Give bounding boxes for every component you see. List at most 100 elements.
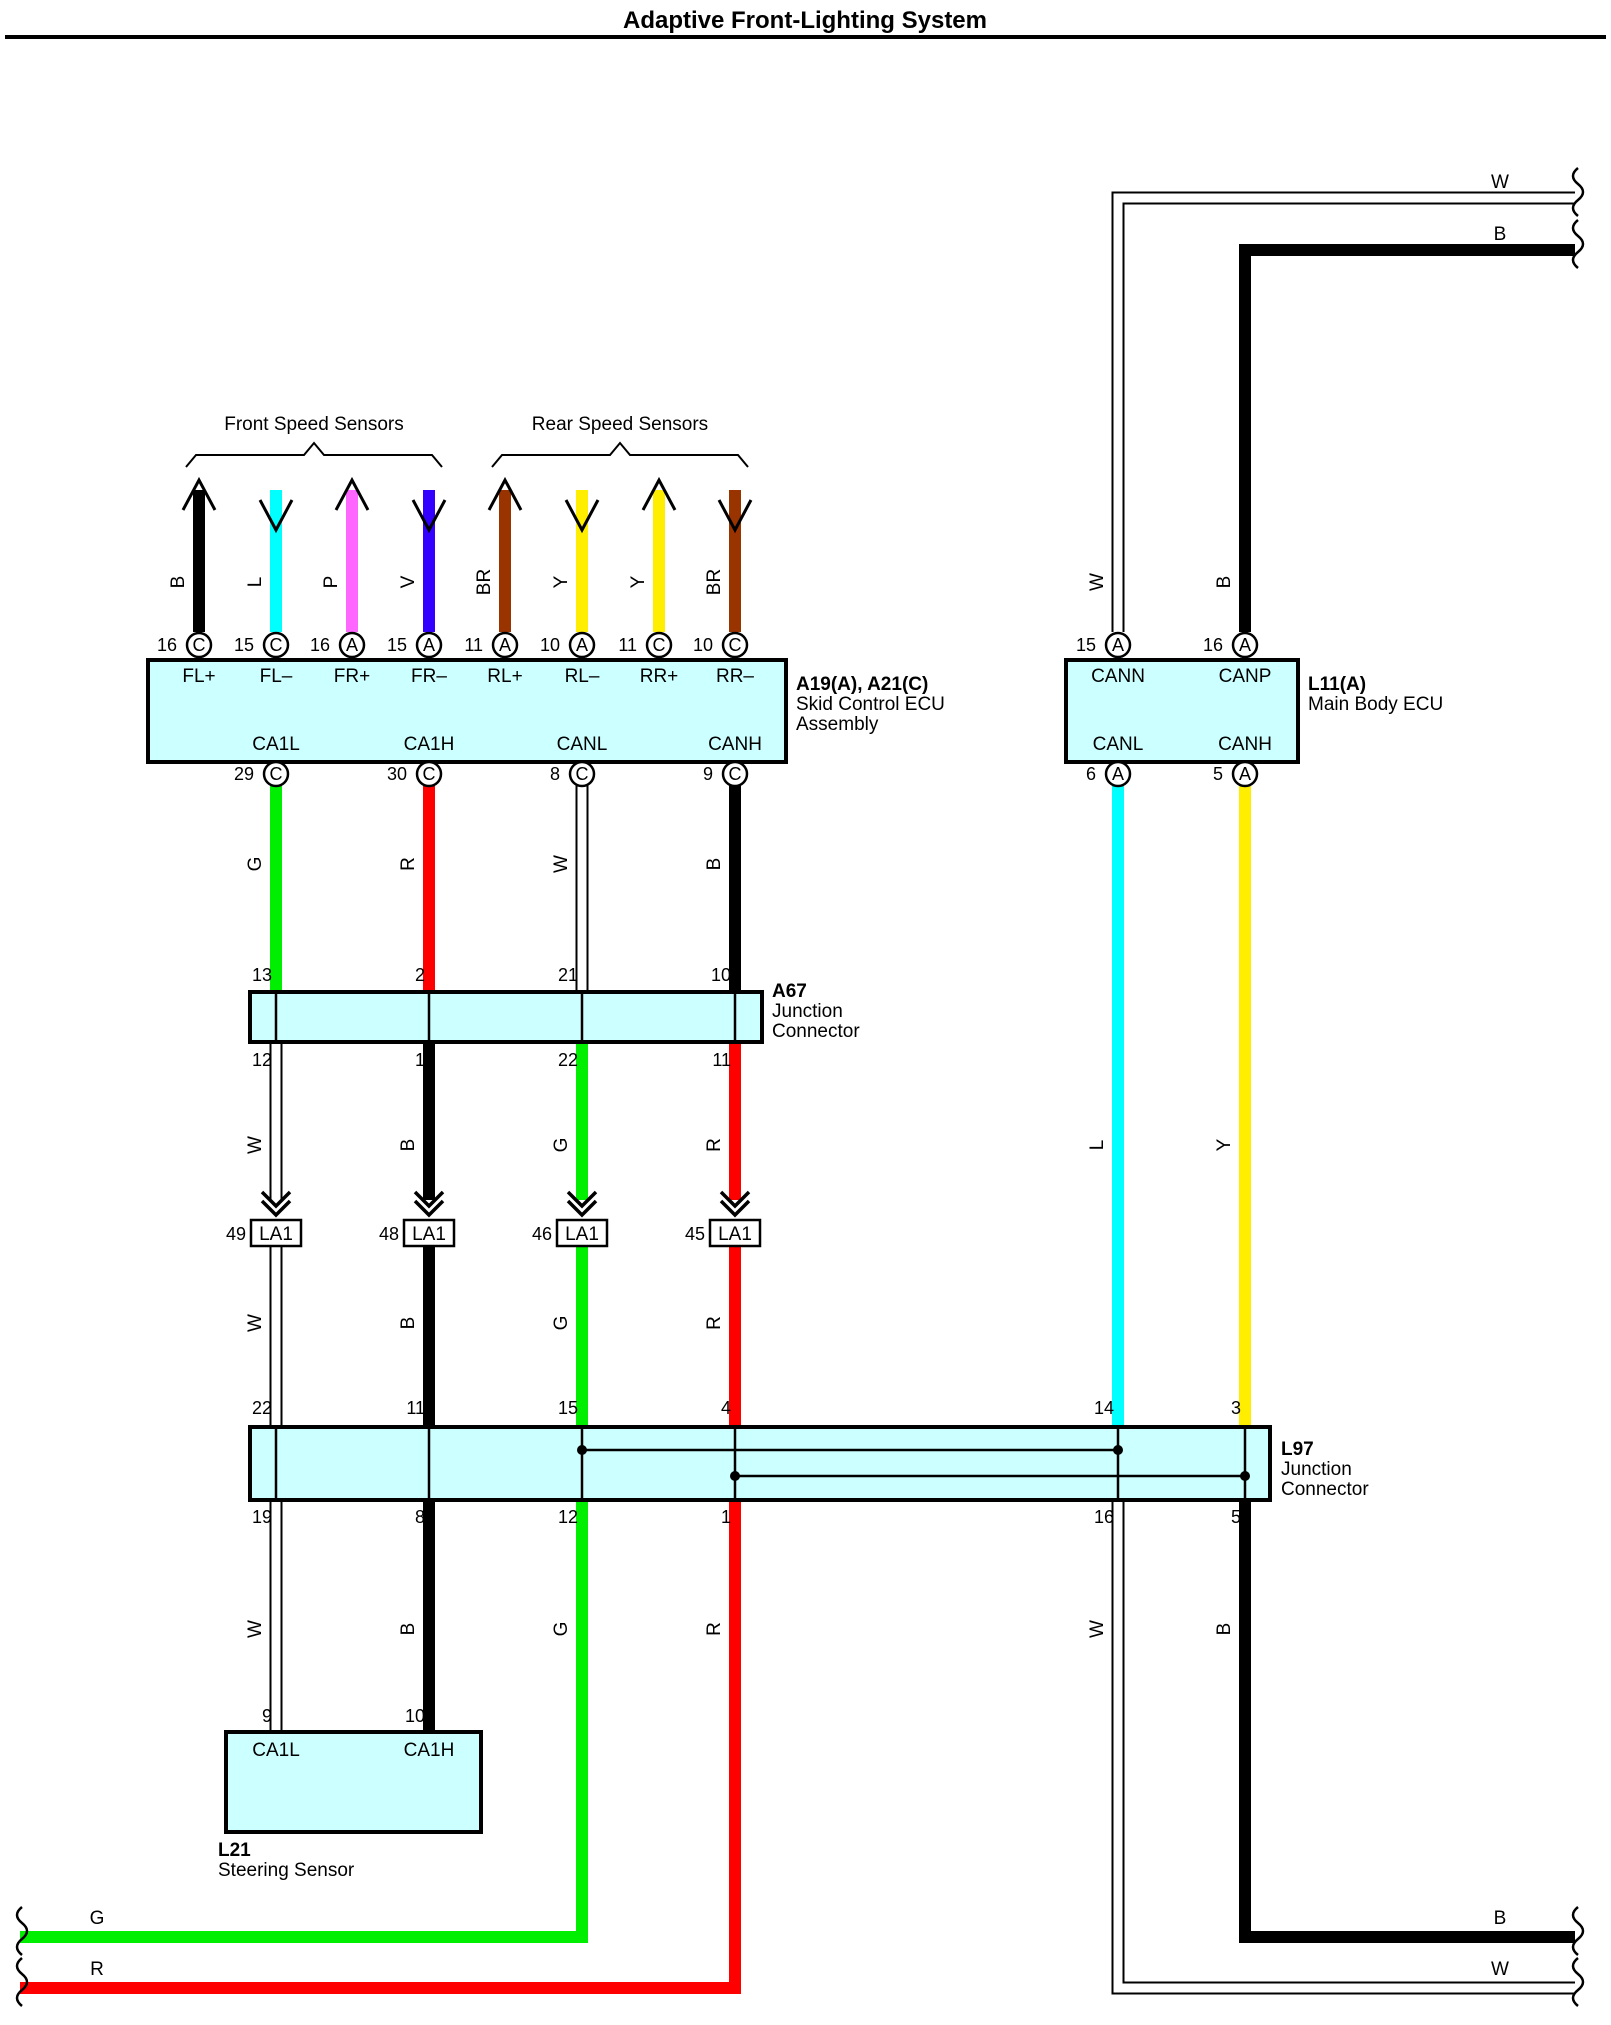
skid-bottom-terminal-3: CANH <box>708 734 762 755</box>
skid-ecu-name-1: Skid Control ECU <box>796 694 945 715</box>
sensor-pin-2: 16 <box>310 635 330 655</box>
right-bottom-squiggle-0 <box>1571 1906 1585 1956</box>
sensor-pin-0: 16 <box>157 635 177 655</box>
sensor-arrow-down-3 <box>411 499 447 534</box>
sensor-conn-0-letter: C <box>193 635 206 655</box>
sensor-pin-1: 15 <box>234 635 254 655</box>
left-cont-r-label: R <box>90 1959 104 1980</box>
sensor-arrow-down-1 <box>258 499 294 534</box>
front-sensors-brace <box>185 441 443 468</box>
skid-ecu-name-2: Assembly <box>796 714 879 735</box>
ecu-cann-wire-outline <box>1111 191 1575 632</box>
l97-below-color-0: W <box>245 1620 266 1638</box>
la1-chevron-a-2 <box>566 1190 598 1209</box>
sensor-terminal-1: FL– <box>260 666 293 687</box>
mbecu-bottom-pin-0: 6 <box>1086 764 1096 784</box>
sensor-pin-5: 10 <box>540 635 560 655</box>
skid-bottom-conn-2-ring <box>568 760 596 788</box>
l97-junction-dot-0 <box>577 1445 587 1455</box>
l97-bottom-pin-4: 16 <box>1094 1507 1114 1527</box>
l97-r-left-wire <box>20 1500 741 1994</box>
sensor-conn-2-letter: A <box>346 635 358 655</box>
sensor-pin-4: 11 <box>464 635 483 655</box>
l97-b-right-wire <box>1239 1500 1575 1943</box>
l97-bottom-pin-2: 12 <box>558 1507 578 1527</box>
skid-bottom-terminal-1: CA1H <box>404 734 455 755</box>
right-top-squiggle-0 <box>1571 167 1585 217</box>
sensor-wire-color-0: B <box>168 576 189 589</box>
a67-to-la1-color-0: W <box>245 1136 266 1154</box>
skid-bottom-pin-2: 8 <box>550 764 560 784</box>
sensor-arrow-up-4 <box>487 476 523 511</box>
sensor-conn-3-letter: A <box>423 635 435 655</box>
sensor-terminal-3: FR– <box>411 666 447 687</box>
la1-chevron-a-3 <box>719 1190 751 1209</box>
ecu-cann-wire <box>1113 193 1575 632</box>
la1-to-l97-color-0: W <box>245 1314 266 1332</box>
sensor-conn-6-ring <box>645 631 673 659</box>
steering-name: Steering Sensor <box>218 1860 355 1881</box>
sensor-wire-color-4: BR <box>474 569 495 595</box>
l97-bottom-pin-0: 19 <box>252 1507 272 1527</box>
ecu-top-color-0: W <box>1087 573 1108 591</box>
a67-top-pin-2: 21 <box>558 965 578 985</box>
l97-junction-dot-3 <box>1240 1471 1250 1481</box>
right-cont-b-label: B <box>1494 224 1507 245</box>
la1-to-l97-color-2: G <box>551 1316 572 1331</box>
l97-junction-box <box>248 1425 1272 1502</box>
l97-name-1: Junction <box>1281 1459 1352 1480</box>
skid-to-a67-color-0: G <box>245 857 266 872</box>
mbecu-bottom-terminal-1: CANH <box>1218 734 1272 755</box>
steering-pin-1: 10 <box>405 1706 425 1726</box>
la1-tag-label-0: LA1 <box>259 1224 293 1245</box>
steering-sensor-box <box>224 1730 483 1834</box>
sensor-wire-color-5: Y <box>551 575 572 588</box>
sensor-conn-4-ring <box>491 631 519 659</box>
skid-ecu-code: A19(A), A21(C) <box>796 674 928 695</box>
a67-junction-box <box>248 990 764 1044</box>
sensor-arrow-up-0 <box>181 476 217 511</box>
sensor-terminal-6: RR+ <box>640 666 679 687</box>
mbecu-top-conn-0-letter: A <box>1112 635 1124 655</box>
mbecu-bottom-conn-1-ring <box>1231 760 1259 788</box>
left-bottom-squiggle-1 <box>15 1957 29 2007</box>
sensor-conn-0-ring <box>185 631 213 659</box>
mbecu-bottom-terminal-0: CANL <box>1093 734 1144 755</box>
mbecu-top-terminal-1: CANP <box>1219 666 1272 687</box>
l97-below-color-1: B <box>398 1623 419 1636</box>
sensor-conn-7-letter: C <box>729 635 742 655</box>
l97-bottom-pin-1: 8 <box>415 1507 425 1527</box>
la1-tag-0 <box>249 1218 303 1248</box>
sensor-pin-6: 11 <box>618 635 637 655</box>
sensor-conn-5-letter: A <box>576 635 588 655</box>
mbecu-top-terminal-0: CANN <box>1091 666 1145 687</box>
mbecu-bottom-conn-0-letter: A <box>1112 764 1124 784</box>
l97-junction-dot-1 <box>1113 1445 1123 1455</box>
sensor-conn-1-ring <box>262 631 290 659</box>
l97-below-color-3: R <box>704 1622 725 1636</box>
sensor-arrow-up-2 <box>334 476 370 511</box>
rear-sensors-brace <box>491 441 749 468</box>
l97-top-pin-0: 22 <box>252 1398 272 1418</box>
la1-to-l97-color-1: B <box>398 1317 419 1330</box>
la1-tag-label-1: LA1 <box>412 1224 446 1245</box>
a67-to-la1-color-3: R <box>704 1138 725 1152</box>
right-cont-w-label: W <box>1491 172 1509 193</box>
front-speed-sensors-label: Front Speed Sensors <box>224 414 404 435</box>
mbecu-top-conn-1-letter: A <box>1239 635 1251 655</box>
left-cont-g-label: G <box>90 1908 105 1929</box>
l97-top-pin-2: 15 <box>558 1398 578 1418</box>
sensor-arrow-down-7 <box>717 499 753 534</box>
la1-chevron-b-2 <box>566 1199 598 1218</box>
skid-to-a67-color-3: B <box>704 858 725 871</box>
la1-pin-3: 45 <box>685 1224 705 1244</box>
skid-bottom-pin-1: 30 <box>387 764 407 784</box>
a67-top-pin-3: 10 <box>711 965 731 985</box>
la1-chevron-b-1 <box>413 1199 445 1218</box>
l97-below-color-4: W <box>1087 1620 1108 1638</box>
l97-junction-dot-2 <box>730 1471 740 1481</box>
sensor-conn-7-ring <box>721 631 749 659</box>
l97-below-color-2: G <box>551 1622 572 1637</box>
la1-tag-1 <box>402 1218 456 1248</box>
main-body-ecu-box <box>1064 658 1300 764</box>
